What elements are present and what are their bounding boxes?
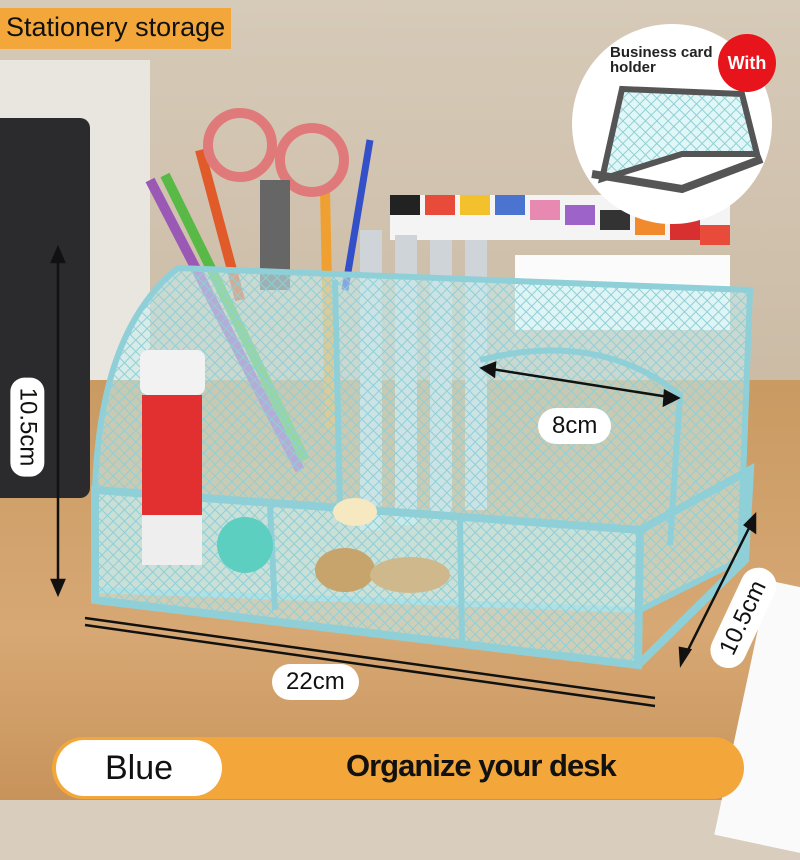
clips-and-eraser [217, 498, 450, 593]
slogan: Organize your desk [346, 748, 617, 783]
width-dimension-label: 22cm [272, 664, 359, 700]
organizer-illustration [50, 108, 757, 708]
business-card-holder-label: Business card holder [610, 44, 713, 76]
glue-stick [140, 350, 205, 565]
business-card-holder-image [591, 85, 764, 194]
color-option: Blue [56, 740, 222, 796]
height-dimension-label: 10.5cm [10, 377, 45, 477]
with-badge: With [718, 34, 776, 92]
title-tag: Stationery storage [0, 8, 232, 49]
dimension-arrows [50, 244, 757, 708]
compartment-dimension-label: 8cm [538, 408, 612, 444]
